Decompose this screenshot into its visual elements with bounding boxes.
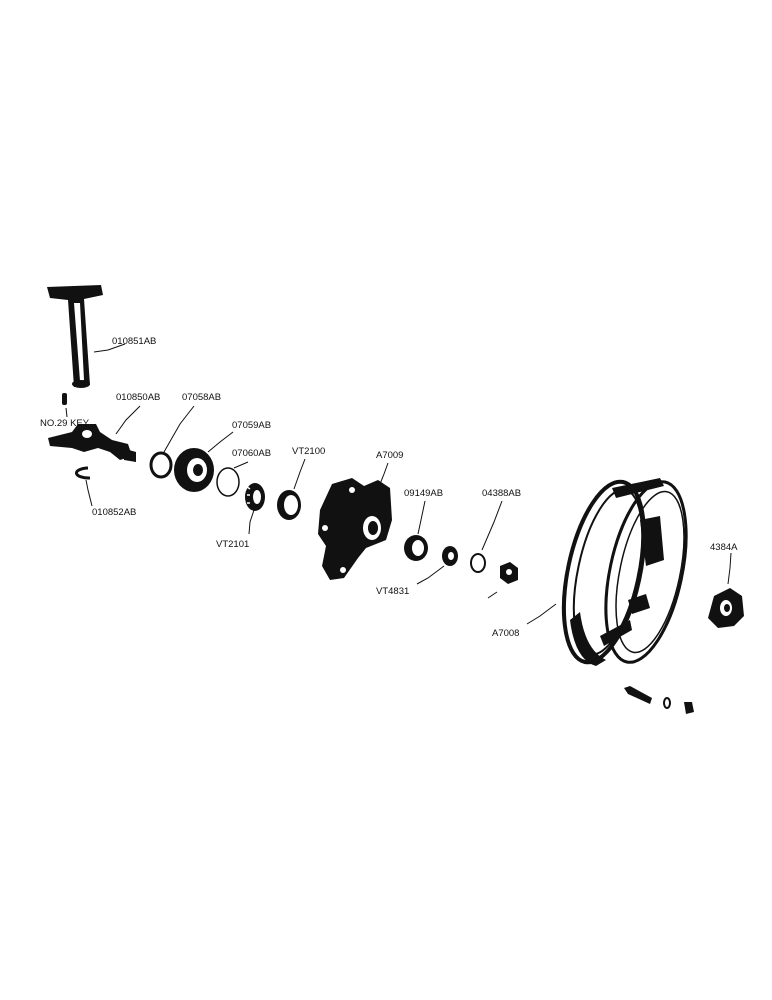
- hub-cap-drawing: [708, 588, 744, 628]
- snap-ring-drawing: [75, 466, 91, 480]
- label-outer-cone: VT4831: [376, 586, 409, 597]
- seal-drawing: [174, 448, 214, 492]
- hub-drawing: [318, 478, 392, 580]
- label-inner-cone: VT2101: [216, 539, 249, 550]
- label-key: NO.29 KEY: [40, 418, 90, 429]
- label-snap-ring: 010852AB: [92, 507, 136, 518]
- inner-cup-drawing: [277, 490, 301, 520]
- washer-drawing: [470, 553, 486, 573]
- wheel-bolt-drawing: [624, 686, 694, 714]
- label-spindle-pin: 010851AB: [112, 336, 156, 347]
- label-washer: 04388AB: [482, 488, 521, 499]
- outer-cone-drawing: [442, 546, 458, 566]
- o-ring-drawing: [216, 467, 240, 497]
- leader-lines: [65, 343, 732, 625]
- label-seal: 07059AB: [232, 420, 271, 431]
- seal-retainer-drawing: [149, 451, 173, 479]
- nut-drawing: [487, 562, 518, 599]
- part-labels: 010851AB NO.29 KEY 010850AB 010852AB 070…: [40, 336, 738, 639]
- label-o-ring: 07060AB: [232, 448, 271, 459]
- label-spindle: 010850AB: [116, 392, 160, 403]
- label-wheel: A7008: [492, 628, 519, 639]
- label-hub: A7009: [376, 450, 403, 461]
- spindle-pin-drawing: [47, 285, 103, 388]
- outer-cup-drawing: [404, 535, 428, 561]
- label-inner-cup: VT2100: [292, 446, 325, 457]
- inner-cone-drawing: [245, 483, 265, 511]
- label-outer-cup: 09149AB: [404, 488, 443, 499]
- wheel-drawing: [561, 478, 688, 666]
- label-hub-cap: 4384A: [710, 542, 738, 553]
- key-drawing: [62, 393, 67, 405]
- label-seal-retainer: 07058AB: [182, 392, 221, 403]
- spindle-drawing: [48, 424, 136, 462]
